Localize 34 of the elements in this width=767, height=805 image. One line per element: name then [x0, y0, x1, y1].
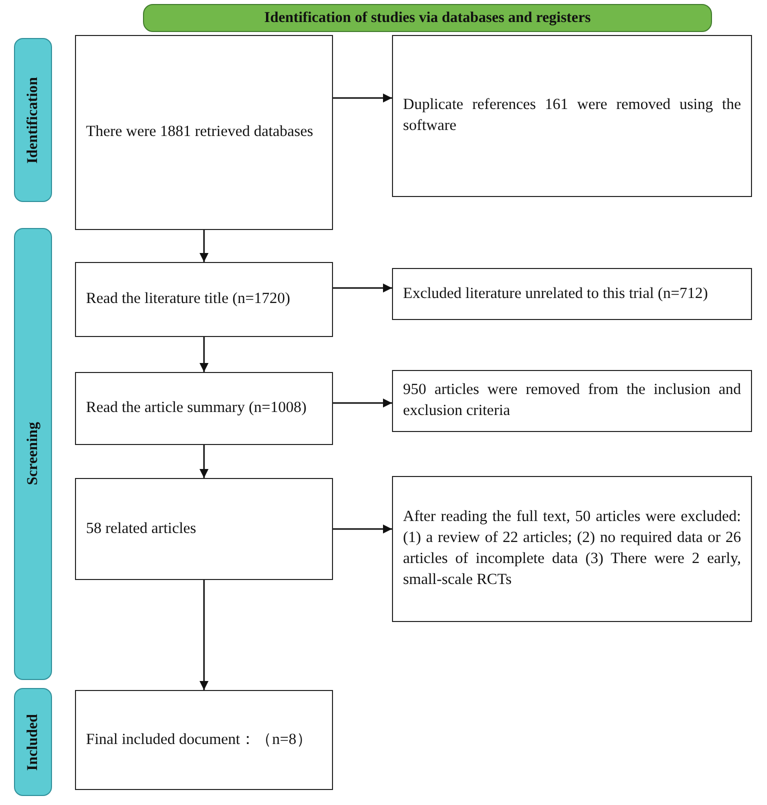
box-text: 950 articles were removed from the inclusion and exclusion criteria: [403, 380, 741, 421]
box-text: Read the literature title (n=1720): [86, 289, 292, 310]
process-box: [75, 478, 333, 580]
process-box: [392, 476, 752, 622]
stage-label: Identification: [24, 76, 42, 164]
process-box: [392, 268, 752, 320]
title-banner: [143, 4, 712, 32]
arrow: [200, 445, 208, 478]
process-box: [392, 370, 752, 432]
box-text: Final included document：（n=8）: [86, 730, 314, 750]
process-box: [75, 372, 333, 445]
box-text: Duplicate references 161 were removed using the software: [403, 95, 741, 136]
box-text: After reading the full text, 50 articles were excluded: (1) a review of 22 articles; (2) no required data or 26 articles of incomplete data (3) There were 2 early, small-scale RCTs: [403, 507, 741, 590]
box-text: Excluded literature unrelated to this trial (n=712): [403, 284, 709, 304]
stage-label-bar: [14, 688, 52, 796]
arrow: [333, 524, 392, 534]
stage-label-bar: [14, 228, 52, 680]
process-box: [392, 35, 752, 197]
arrow: [333, 284, 392, 292]
box-text: Read the article summary (n=1008): [86, 398, 308, 418]
arrow: [333, 94, 392, 102]
stage-label: Screening: [24, 422, 42, 486]
process-box: [75, 690, 333, 790]
arrow: [200, 580, 208, 690]
box-text: 58 related articles: [86, 518, 198, 539]
process-box: [75, 262, 333, 337]
process-box: [75, 35, 333, 230]
arrow: [200, 230, 208, 262]
stage-label-bar: [14, 38, 52, 202]
box-text: There were 1881 retrieved databases: [86, 122, 314, 142]
arrow: [333, 398, 392, 408]
arrow: [200, 337, 208, 372]
stage-label: Included: [24, 714, 42, 770]
title-text: Identification of studies via databases and registers: [264, 10, 591, 26]
